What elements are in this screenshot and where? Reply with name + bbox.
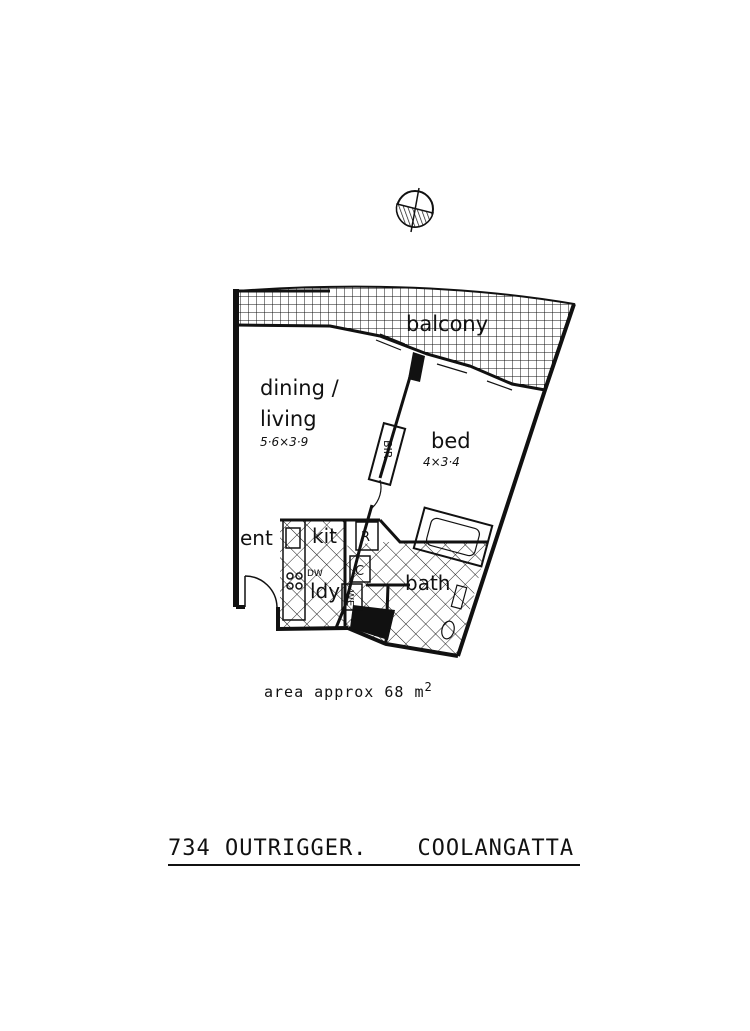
bath-label: bath [405, 571, 450, 595]
cupboard-label: C [355, 564, 364, 579]
area-note: area approx 68 m2 [264, 680, 433, 701]
built-in-robe [367, 421, 407, 487]
bed-dimensions: 4×3·4 [423, 455, 460, 469]
fridge-label: R [361, 530, 370, 545]
dining-living-dimensions: 5·6×3·9 [260, 435, 308, 449]
area-unit-superscript: 2 [424, 680, 433, 694]
bed-label: bed [431, 429, 471, 453]
ent-label: ent [240, 526, 273, 550]
balcony-area [235, 285, 576, 392]
balcony-label: balcony [406, 312, 488, 336]
fridge-and-cupboards [341, 521, 379, 611]
toilet-and-vanity [441, 584, 468, 640]
bir-label: BIR [381, 440, 394, 459]
bed-door-swing [371, 479, 382, 509]
we-label: WE [344, 590, 355, 606]
entry-door [244, 575, 278, 608]
balcony-doors [375, 333, 516, 391]
dining-living-label-line1: dining / [260, 376, 340, 400]
kitchen-bench [282, 519, 306, 621]
dishwasher-label: DW [307, 569, 323, 579]
kit-label: kit [312, 524, 337, 548]
plan-title: 734 OUTRIGGER. COOLANGATTA [168, 836, 580, 866]
dining-living-label-line2: living [260, 407, 317, 431]
north-arrow-icon [395, 187, 434, 233]
area-text: area approx 68 m [264, 683, 425, 701]
structural-columns [350, 352, 425, 640]
unit-name: 734 OUTRIGGER. [168, 836, 368, 861]
laundry-label: ldy [310, 579, 340, 603]
bathtub [412, 506, 494, 568]
location-name: COOLANGATTA [417, 836, 575, 861]
